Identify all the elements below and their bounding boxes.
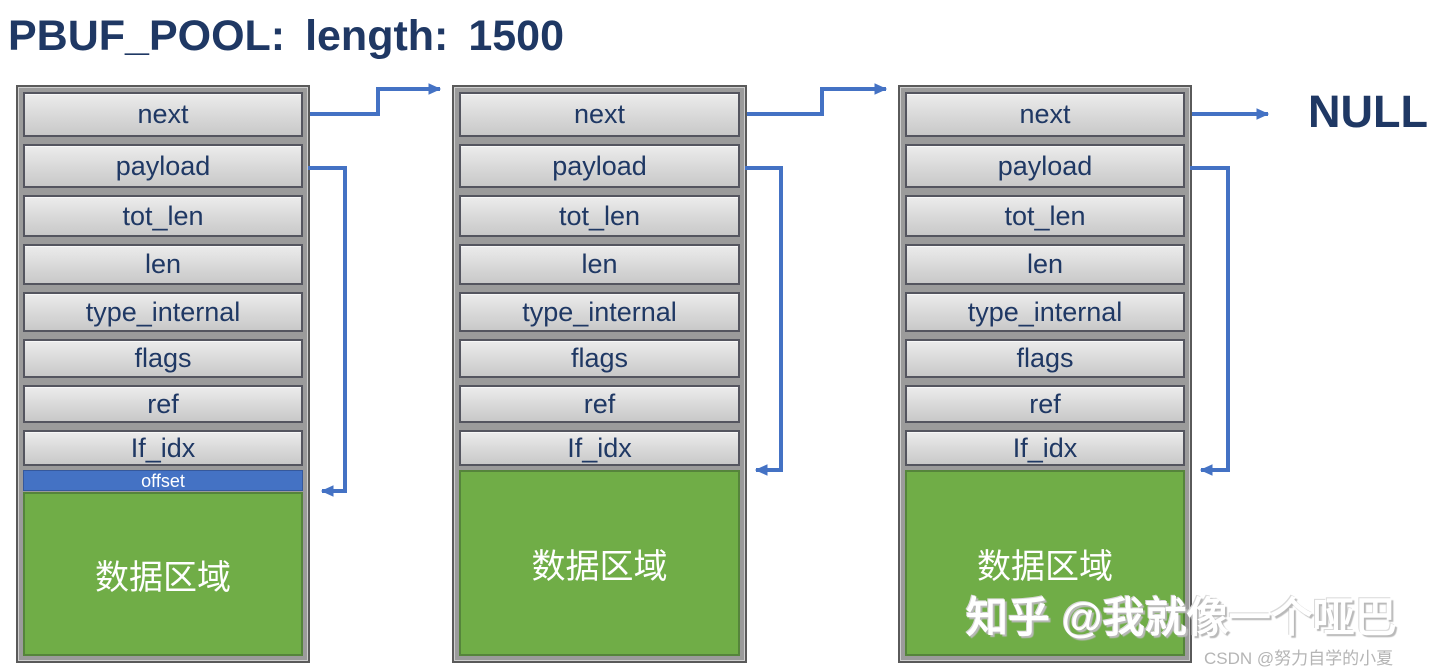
pbuf-struct-1: next payload tot_len len type_internal f… (16, 85, 310, 663)
csdn-watermark: CSDN @努力自学的小夏 (1204, 649, 1394, 668)
payload-arrow-1 (308, 166, 347, 497)
pbuf-struct-2: next payload tot_len len type_internal f… (452, 85, 747, 663)
data-area-2: 数据区域 (459, 470, 740, 656)
pbuf-struct-3: next payload tot_len len type_internal f… (898, 85, 1192, 663)
field-flags: flags (23, 339, 303, 378)
field-len: len (23, 244, 303, 285)
field-type-internal: type_internal (459, 292, 740, 332)
field-if-idx: If_idx (905, 430, 1185, 466)
field-len: len (905, 244, 1185, 285)
data-area-3: 数据区域 (905, 470, 1185, 656)
field-payload: payload (905, 144, 1185, 188)
null-label: NULL (1308, 86, 1428, 137)
field-flags: flags (905, 339, 1185, 378)
page-title: PBUF_POOL: length: 1500 (8, 12, 564, 60)
field-next: next (905, 92, 1185, 137)
field-tot-len: tot_len (459, 195, 740, 237)
payload-arrow-2 (745, 166, 783, 476)
data-area-label: 数据区域 (977, 547, 1113, 586)
field-ref: ref (459, 385, 740, 423)
data-area-1: 数据区域 (23, 492, 303, 656)
field-ref: ref (23, 385, 303, 423)
field-if-idx: If_idx (23, 430, 303, 466)
offset-row: offset (23, 470, 303, 491)
field-if-idx: If_idx (459, 430, 740, 466)
payload-arrow-3 (1190, 166, 1230, 476)
field-type-internal: type_internal (23, 292, 303, 332)
field-type-internal: type_internal (905, 292, 1185, 332)
data-area-label: 数据区域 (531, 547, 668, 586)
zhihu-watermark: 知乎 @我就像一个哑巴 (966, 594, 1397, 641)
field-len: len (459, 244, 740, 285)
field-ref: ref (905, 385, 1185, 423)
field-tot-len: tot_len (23, 195, 303, 237)
next-arrow-1-to-2 (310, 83, 442, 116)
data-area-label: 数据区域 (95, 558, 231, 597)
field-tot-len: tot_len (905, 195, 1185, 237)
field-flags: flags (459, 339, 740, 378)
field-payload: payload (23, 144, 303, 188)
field-payload: payload (459, 144, 740, 188)
field-next: next (459, 92, 740, 137)
field-next: next (23, 92, 303, 137)
next-arrow-2-to-3 (747, 83, 888, 116)
